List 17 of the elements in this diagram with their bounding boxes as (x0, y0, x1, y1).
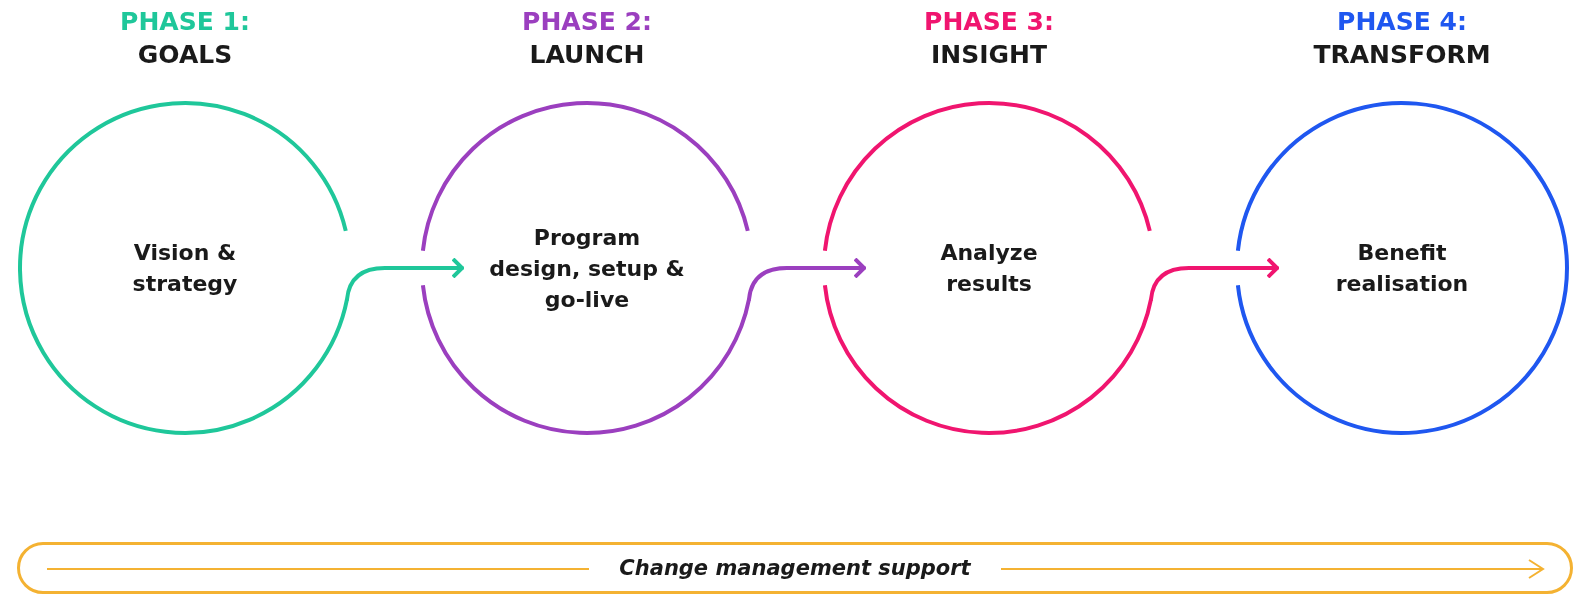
phase-description: Analyze results (939, 239, 1039, 298)
phase-description: Vision & strategy (131, 239, 239, 298)
band-label: Change management support (589, 556, 1001, 580)
arrow (344, 257, 464, 302)
arrow (746, 257, 866, 302)
arrow (1148, 257, 1279, 302)
band (17, 542, 1573, 594)
phase-title: TRANSFORM (1312, 39, 1492, 71)
phase-number: PHASE 4: (1336, 6, 1468, 38)
phase-number: PHASE 3: (923, 6, 1055, 38)
phase-title: LAUNCH (528, 39, 646, 71)
phase-number: PHASE 2: (521, 6, 653, 38)
phase-number: PHASE 1: (119, 6, 251, 38)
phase-description: Program design, setup & go-live (488, 223, 686, 314)
phase-title: GOALS (136, 39, 234, 71)
phase-description: Benefit realisation (1334, 239, 1470, 298)
phase-title: INSIGHT (930, 39, 1048, 71)
